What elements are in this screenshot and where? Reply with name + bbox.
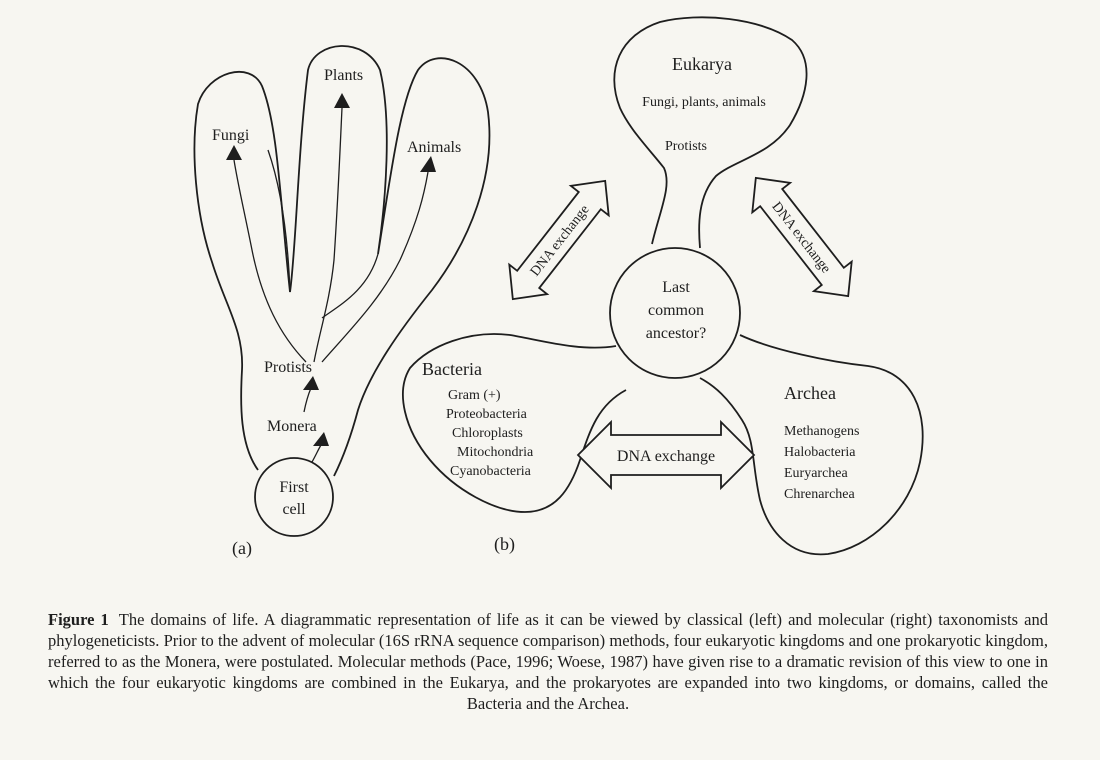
- eukarya-title: Eukarya: [672, 54, 732, 74]
- dna-exchange-label-left: DNA exchange: [528, 202, 593, 279]
- bacteria-line-3: Chloroplasts: [452, 426, 523, 441]
- arrow-monera-icon: [313, 432, 329, 446]
- monera-label: Monera: [267, 418, 317, 435]
- dna-exchange-arrow-right: DNA exchange: [751, 176, 853, 298]
- bacteria-region: [402, 333, 627, 513]
- double-arrow-left-icon: [508, 179, 610, 301]
- branch-cell-to-monera: [311, 444, 322, 463]
- bacteria-title: Bacteria: [422, 359, 482, 379]
- arrow-plants-icon: [334, 93, 350, 108]
- inner-lobe-line-2: [321, 253, 379, 319]
- inner-lobe-line-1: [267, 149, 291, 293]
- eukarya-region: [613, 16, 808, 249]
- arrow-animals-icon: [420, 156, 436, 172]
- figure-caption-label: Figure 1: [48, 609, 109, 629]
- archea-line-2: Halobacteria: [784, 445, 856, 460]
- branch-to-plants: [313, 107, 343, 363]
- first-cell-label-line2: cell: [282, 501, 306, 518]
- lca-label-line1: Last: [662, 279, 690, 296]
- protists-label: Protists: [264, 359, 312, 376]
- panel-a-label: (a): [232, 538, 252, 559]
- archea-line-3: Euryarchea: [784, 466, 849, 481]
- classical-tree-outline: [193, 45, 491, 477]
- archea-line-4: Chrenarchea: [784, 487, 856, 502]
- dna-exchange-label-bottom: DNA exchange: [617, 448, 715, 465]
- bacteria-line-4: Mitochondria: [457, 445, 534, 460]
- lca-label-line2: common: [648, 302, 704, 319]
- eukarya-line-2: Protists: [665, 139, 707, 154]
- animals-label: Animals: [407, 139, 461, 156]
- archea-title: Archea: [784, 383, 836, 403]
- first-cell-label-line1: First: [279, 479, 309, 496]
- arrow-protists-icon: [303, 376, 319, 390]
- figure-caption-text: The domains of life. A diagrammatic repr…: [48, 609, 1048, 713]
- first-cell-circle: [254, 457, 334, 537]
- fungi-label: Fungi: [212, 127, 250, 144]
- last-common-ancestor-circle: [609, 247, 741, 379]
- archea-line-1: Methanogens: [784, 424, 859, 439]
- bacteria-line-1: Gram (+): [448, 388, 501, 403]
- arrow-fungi-icon: [226, 145, 242, 160]
- dna-exchange-label-right: DNA exchange: [768, 199, 833, 276]
- panel-a-classical-tree: Fungi Plants Animals Protists Monera Fir…: [193, 45, 491, 559]
- eukarya-line-1: Fungi, plants, animals: [642, 95, 766, 110]
- branch-to-animals: [321, 171, 429, 363]
- archea-region: [699, 334, 924, 556]
- dna-exchange-arrow-bottom: DNA exchange: [576, 419, 756, 491]
- domains-of-life-figure: Fungi Plants Animals Protists Monera Fir…: [193, 16, 924, 559]
- plants-label: Plants: [324, 67, 363, 84]
- lca-label-line3: ancestor?: [646, 325, 706, 342]
- bacteria-line-5: Cyanobacteria: [450, 464, 532, 479]
- bacteria-line-2: Proteobacteria: [446, 407, 528, 422]
- double-arrow-bottom-icon: [576, 419, 756, 491]
- panel-b-label: (b): [494, 534, 515, 555]
- branch-monera-to-protists: [303, 387, 312, 413]
- branch-to-fungi: [233, 159, 307, 363]
- dna-exchange-arrow-left: DNA exchange: [508, 179, 610, 301]
- double-arrow-right-icon: [751, 176, 853, 298]
- panel-b-molecular-domains: Last common ancestor? Eukarya Fungi, pla…: [402, 16, 924, 556]
